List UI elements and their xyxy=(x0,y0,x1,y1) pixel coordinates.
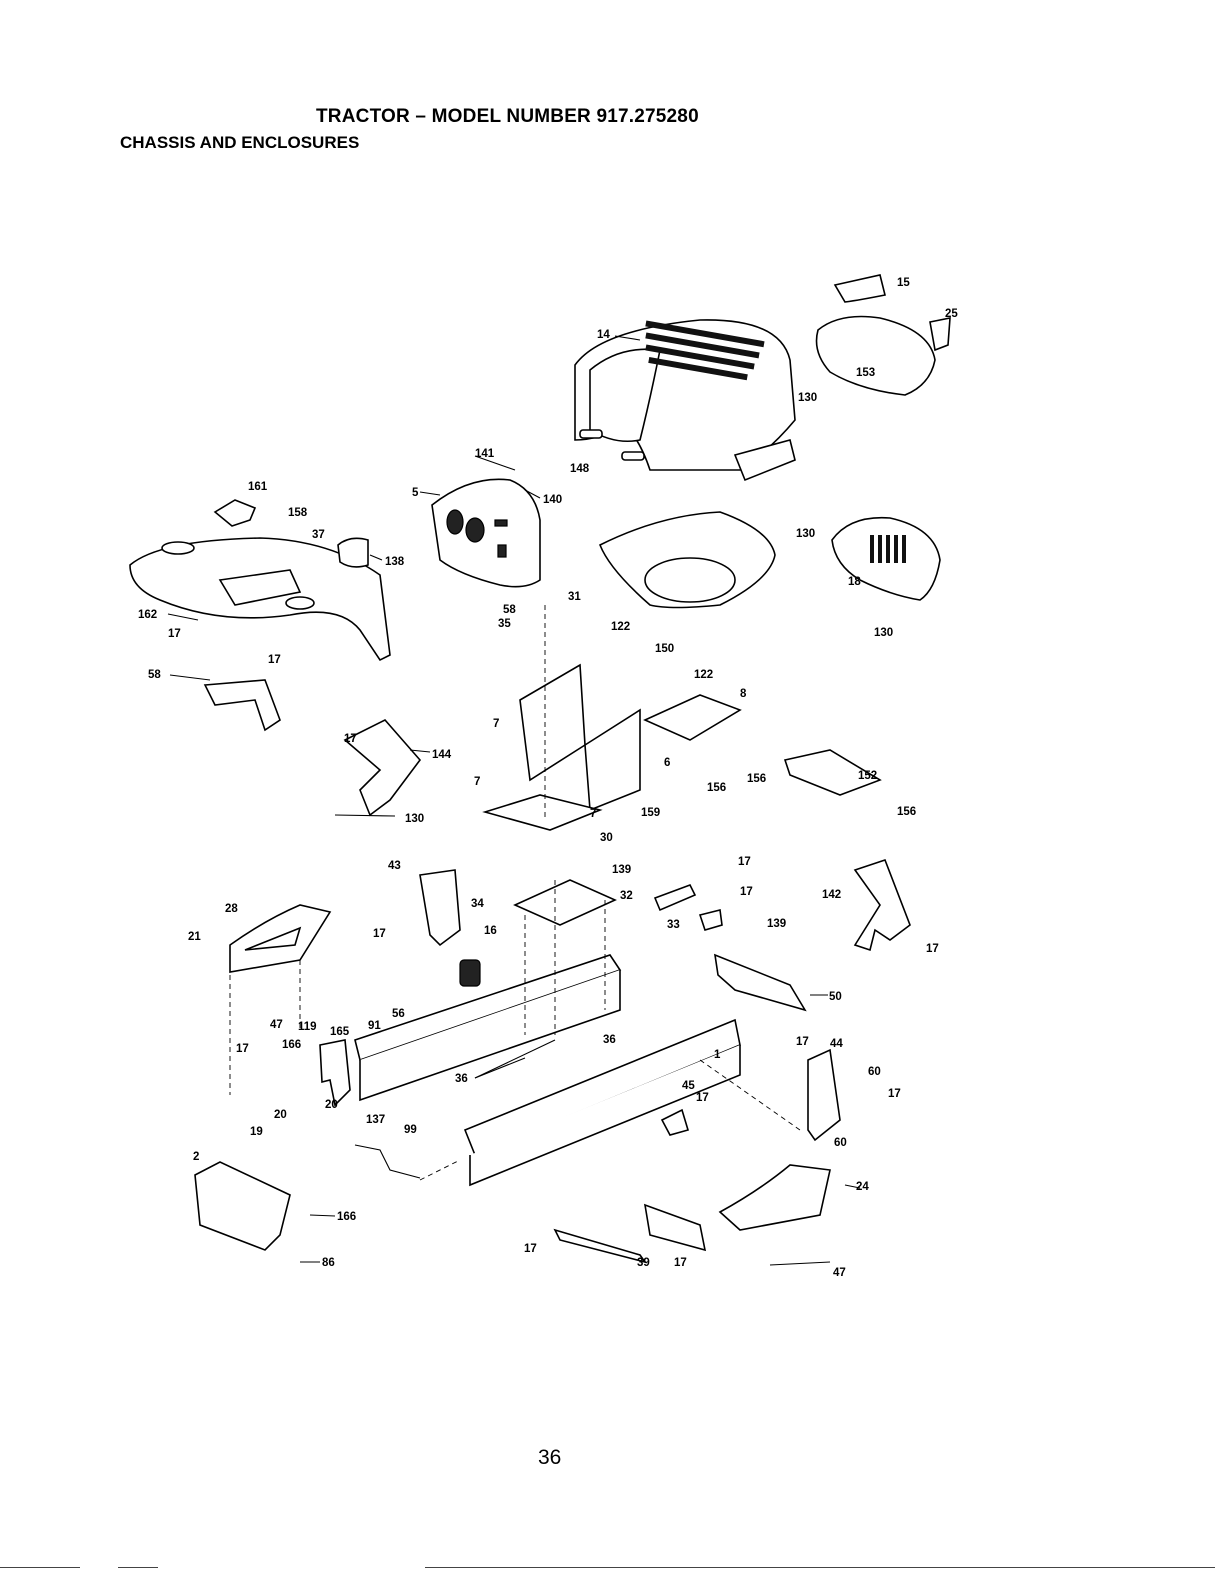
callout: 91 xyxy=(368,1020,381,1032)
callout: 34 xyxy=(471,898,484,910)
callout: 58 xyxy=(503,604,516,616)
footer-rule xyxy=(425,1567,1215,1568)
callout: 156 xyxy=(707,782,726,794)
callout: 156 xyxy=(747,773,766,785)
callout: 17 xyxy=(740,886,753,898)
page-number: 36 xyxy=(538,1446,562,1469)
callout: 17 xyxy=(926,943,939,955)
callout: 36 xyxy=(603,1034,616,1046)
callout: 161 xyxy=(248,481,268,493)
callout: 162 xyxy=(138,609,157,621)
callout: 17 xyxy=(168,628,181,640)
page-title: TRACTOR – MODEL NUMBER 917.275280 xyxy=(316,106,699,127)
callout: 153 xyxy=(856,367,875,379)
callout: 17 xyxy=(524,1243,537,1255)
callout: 130 xyxy=(874,627,893,639)
callout: 33 xyxy=(667,919,680,931)
callout: 5 xyxy=(412,487,419,499)
callout: 122 xyxy=(694,669,713,681)
callout: 141 xyxy=(475,448,495,460)
callout: 139 xyxy=(767,918,786,930)
section-subtitle: CHASSIS AND ENCLOSURES xyxy=(120,133,360,152)
callout: 17 xyxy=(738,856,751,868)
callout: 137 xyxy=(366,1114,385,1126)
callout: 8 xyxy=(740,688,747,700)
callout: 99 xyxy=(404,1124,417,1136)
callout: 30 xyxy=(600,832,613,844)
chassis-frame-part xyxy=(354,954,741,1187)
callout: 6 xyxy=(664,757,670,769)
callout: 18 xyxy=(848,576,861,588)
callout: 44 xyxy=(830,1038,843,1050)
callout: 16 xyxy=(484,925,497,937)
callout: 35 xyxy=(498,618,511,630)
hood-part xyxy=(574,319,796,482)
callout: 119 xyxy=(298,1021,317,1033)
callout: 43 xyxy=(388,860,401,872)
callout: 50 xyxy=(829,991,842,1003)
callout: 15 xyxy=(897,277,910,289)
callout: 7 xyxy=(493,718,499,730)
callout: 20 xyxy=(274,1109,287,1121)
callout: 20 xyxy=(325,1099,338,1111)
callout: 138 xyxy=(385,556,405,568)
callout: 17 xyxy=(696,1092,709,1104)
callout: 31 xyxy=(568,591,581,603)
callout: 139 xyxy=(612,864,631,876)
callout: 158 xyxy=(288,507,308,519)
callout: 37 xyxy=(312,529,325,541)
callout: 14 xyxy=(597,329,610,341)
callout: 122 xyxy=(611,621,630,633)
callout: 45 xyxy=(682,1080,695,1092)
callout: 2 xyxy=(193,1151,199,1163)
callout: 17 xyxy=(268,654,281,666)
fender-part xyxy=(129,537,391,662)
footer-rule xyxy=(0,1567,80,1568)
callout: 142 xyxy=(822,889,841,901)
callout: 60 xyxy=(834,1137,847,1149)
callout: 21 xyxy=(188,931,201,943)
callout: 60 xyxy=(868,1066,881,1078)
callout: 130 xyxy=(798,392,817,404)
callout: 166 xyxy=(337,1211,356,1223)
callout: 17 xyxy=(796,1036,809,1048)
callout: 58 xyxy=(148,669,161,681)
callout: 1 xyxy=(714,1049,721,1061)
callout: 7 xyxy=(474,776,480,788)
callout: 25 xyxy=(945,308,958,320)
callout: 17 xyxy=(344,733,357,745)
callout: 86 xyxy=(322,1257,335,1269)
callout: 17 xyxy=(888,1088,901,1100)
callout: 17 xyxy=(373,928,386,940)
callout: 165 xyxy=(330,1026,350,1038)
callout: 152 xyxy=(858,770,877,782)
callout: 56 xyxy=(392,1008,405,1020)
callout: 140 xyxy=(543,494,562,506)
callout: 150 xyxy=(655,643,674,655)
callout: 19 xyxy=(250,1126,263,1138)
callout: 130 xyxy=(796,528,815,540)
callout: 39 xyxy=(637,1257,650,1269)
callout: 36 xyxy=(455,1073,468,1085)
callout: 17 xyxy=(674,1257,687,1269)
callout: 159 xyxy=(641,807,660,819)
callout: 156 xyxy=(897,806,916,818)
callout: 47 xyxy=(270,1019,283,1031)
callout: 166 xyxy=(282,1039,301,1051)
callout: 24 xyxy=(856,1181,869,1193)
callout-labels: 15 25 14 153 130 148 141 140 5 161 158 3… xyxy=(138,277,958,1279)
callout: 148 xyxy=(570,463,590,475)
callout: 32 xyxy=(620,890,633,902)
callout: 7 xyxy=(590,808,596,820)
callout: 28 xyxy=(225,903,238,915)
callout: 17 xyxy=(236,1043,249,1055)
footer-rule xyxy=(118,1567,158,1568)
callout: 47 xyxy=(833,1267,846,1279)
callout: 144 xyxy=(432,749,452,761)
callout: 130 xyxy=(405,813,424,825)
